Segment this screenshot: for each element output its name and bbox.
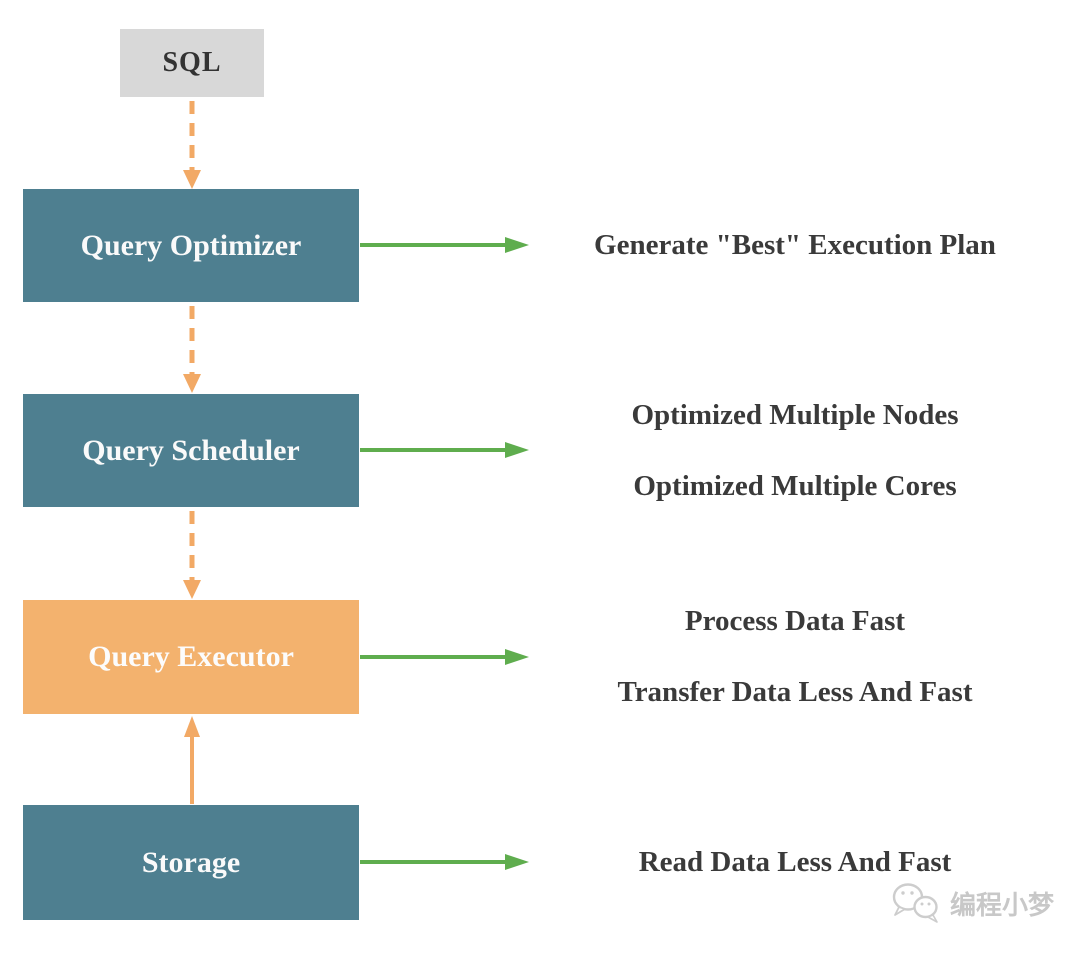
annotation-line: Transfer Data Less And Fast bbox=[617, 676, 973, 708]
annotation-storage: Read Data Less And Fast bbox=[540, 805, 1050, 920]
arrow-optimizer-annotation bbox=[360, 237, 529, 253]
wechat-icon bbox=[892, 883, 938, 923]
annotation-query-scheduler: Optimized Multiple Nodes Optimized Multi… bbox=[540, 394, 1050, 507]
edge-scheduler-to-executor bbox=[183, 511, 201, 599]
arrow-executor-annotation bbox=[360, 649, 529, 665]
annotation-query-optimizer: Generate "Best" Execution Plan bbox=[540, 189, 1050, 302]
annotation-line: Optimized Multiple Cores bbox=[633, 469, 957, 502]
edge-storage-to-executor bbox=[184, 716, 200, 804]
watermark: 编程小梦 bbox=[888, 880, 1054, 926]
edge-optimizer-to-scheduler bbox=[183, 306, 201, 393]
arrow-storage-annotation bbox=[360, 854, 529, 870]
node-sql: SQL bbox=[120, 29, 264, 97]
edge-sql-to-optimizer bbox=[183, 101, 201, 189]
annotation-line: Generate "Best" Execution Plan bbox=[594, 229, 996, 261]
arrow-scheduler-annotation bbox=[360, 442, 529, 458]
annotation-line: Read Data Less And Fast bbox=[638, 846, 952, 878]
node-query-optimizer: Query Optimizer bbox=[23, 189, 359, 302]
node-query-scheduler: Query Scheduler bbox=[23, 394, 359, 507]
annotation-line: Optimized Multiple Nodes bbox=[631, 398, 959, 431]
watermark-text: 编程小梦 bbox=[950, 889, 1055, 920]
node-query-executor: Query Executor bbox=[23, 600, 359, 714]
annotation-query-executor: Process Data Fast Transfer Data Less And… bbox=[540, 600, 1050, 714]
node-storage: Storage bbox=[23, 805, 359, 920]
annotation-line: Process Data Fast bbox=[684, 605, 906, 637]
